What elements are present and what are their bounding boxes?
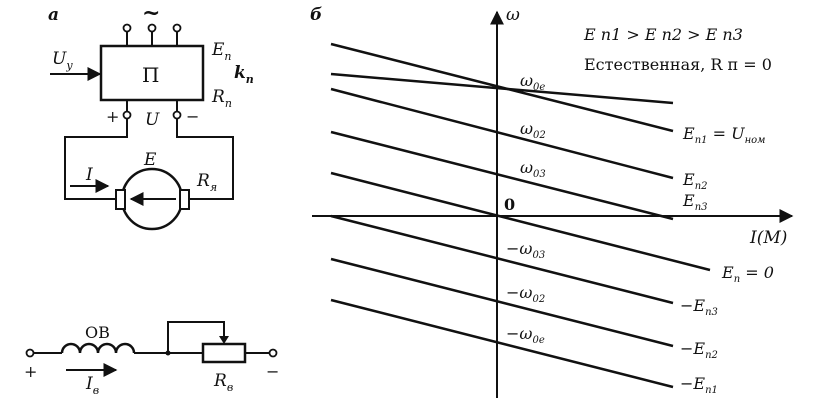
- field-plus-terminal: [25, 348, 35, 358]
- line-ep2: [330, 87, 674, 180]
- motor-brush-right: [179, 189, 190, 210]
- origin-label: 0: [504, 195, 515, 214]
- plus-label: +: [106, 107, 119, 126]
- y-axis-label: ω: [506, 5, 520, 25]
- minus-terminal: [172, 110, 182, 120]
- panel-label-b: б: [310, 5, 322, 25]
- x-axis-label: I(M): [749, 228, 787, 248]
- field-winding-icon: [60, 342, 136, 354]
- plus-terminal: [122, 110, 132, 120]
- label-ep2: Eп2: [682, 170, 708, 192]
- source-resistance-label: Rп: [211, 87, 232, 110]
- label-ep0: Eп = 0: [721, 263, 774, 285]
- converter-circuit: а П ~ Uу Eп kп Rп + − U: [48, 0, 254, 231]
- gain-label: kп: [234, 63, 254, 86]
- legend-inequality: E п1 > E п2 > E п3: [583, 25, 743, 44]
- field-plus-label: +: [24, 362, 37, 381]
- current-label: I: [85, 165, 93, 185]
- control-input-label: Uу: [52, 49, 73, 72]
- field-winding-label: ОВ: [85, 323, 110, 342]
- field-minus-label: −: [266, 362, 279, 381]
- field-rheostat-icon: [201, 342, 247, 364]
- armature-resistance-label: Rя: [196, 171, 217, 194]
- field-minus-terminal: [268, 348, 278, 358]
- label-mw02: −ω02: [506, 283, 545, 305]
- right-wire: [176, 119, 234, 200]
- label-ep1: Eп1 = Uном: [682, 124, 765, 146]
- label-w03: ω03: [520, 158, 546, 180]
- label-mep2: −Eп2: [680, 339, 718, 361]
- ac-symbol: ~: [142, 0, 160, 26]
- line-ep3: [330, 130, 674, 221]
- source-emf-label: Eп: [211, 40, 232, 63]
- line-mep1: [330, 298, 674, 389]
- field-circuit: ОВ Iв Rв + −: [24, 321, 279, 397]
- voltage-label: U: [145, 110, 160, 130]
- legend-natural: Естественная, R п = 0: [584, 55, 772, 74]
- field-current-label: Iв: [85, 374, 99, 397]
- line-ep0: [330, 171, 711, 272]
- rheostat-wiper: [167, 321, 225, 353]
- converter-label: П: [142, 63, 159, 87]
- motor-emf-label: E: [143, 150, 157, 170]
- label-mep1: −Eп1: [680, 374, 718, 396]
- line-natural: [330, 72, 674, 105]
- left-wire: [64, 119, 128, 200]
- panel-label-a: а: [48, 5, 59, 25]
- line-mep2: [330, 257, 674, 348]
- label-w0e: ω0е: [520, 71, 545, 93]
- characteristics-chart: б ω I(M) 0 E п1 > E п2 > E п3 Естественн…: [310, 5, 794, 398]
- label-ep3: Eп3: [682, 191, 708, 213]
- label-mw03: −ω03: [506, 239, 545, 261]
- label-w02: ω02: [520, 119, 546, 141]
- supply-terminals: [122, 23, 182, 46]
- minus-label: −: [186, 107, 199, 126]
- line-mep3: [330, 214, 674, 305]
- motor-brush-left: [115, 189, 126, 210]
- label-mep3: −Eп3: [680, 296, 718, 318]
- label-mw0e: −ω0е: [506, 324, 545, 346]
- field-resistor-label: Rв: [213, 371, 233, 394]
